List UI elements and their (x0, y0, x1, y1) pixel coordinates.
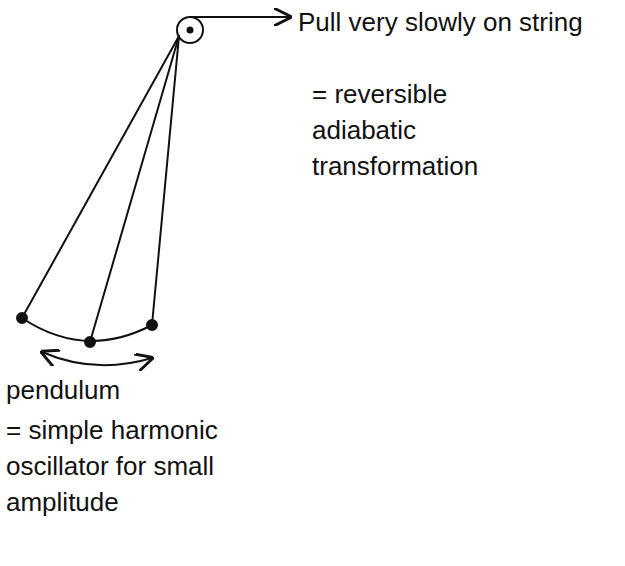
string-left (22, 36, 179, 318)
pulley (177, 17, 203, 43)
annotation: pendulum (6, 372, 266, 408)
annotation: = reversible adiabatic transformation (312, 76, 552, 184)
string-right (152, 36, 179, 325)
annotation: = simple harmonic oscillator for small a… (6, 412, 276, 520)
bob (147, 320, 157, 330)
bob (17, 313, 27, 323)
annotation: Pull very slowly on string (298, 4, 598, 40)
pull-string (190, 16, 290, 18)
bob (85, 337, 95, 347)
pulley-axle (188, 28, 193, 33)
string-middle (90, 36, 179, 342)
swing-arrow (42, 352, 152, 365)
